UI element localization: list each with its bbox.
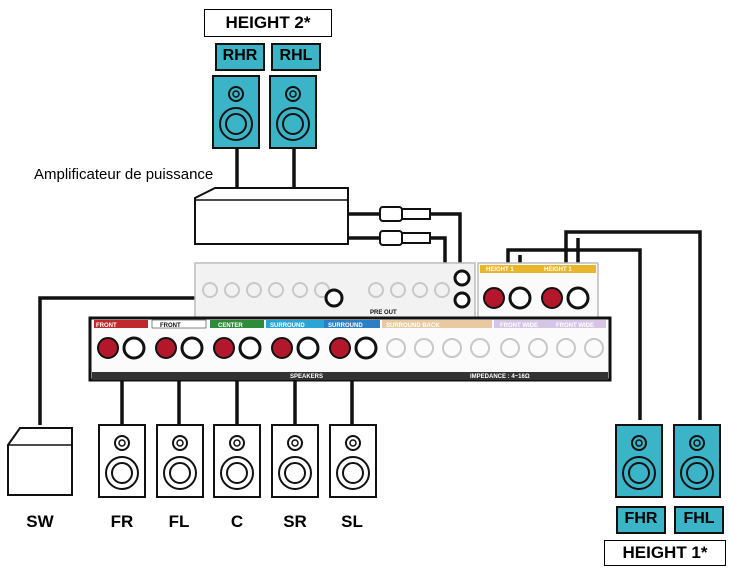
- impedance-label: IMPEDANCE : 4~16Ω: [470, 374, 530, 380]
- pre-out-label: PRE OUT: [370, 310, 397, 316]
- section-front-r: FRONT: [96, 323, 117, 329]
- height2-label-box: HEIGHT 2*: [204, 9, 332, 37]
- height2-label: HEIGHT 2: [225, 13, 304, 32]
- label-fl: FL: [168, 512, 190, 531]
- height1-label-box: HEIGHT 1*: [604, 540, 726, 566]
- active-terminals: [97, 269, 590, 360]
- section-front-l: FRONT: [160, 323, 181, 329]
- receiver-back-panel: [88, 262, 612, 382]
- speaker-rhr: [212, 75, 260, 149]
- speaker-fhl: [673, 424, 721, 498]
- section-height1-r: HEIGHT 1: [486, 267, 514, 273]
- label-sw: SW: [26, 512, 54, 531]
- section-front-wide-r: FRONT WIDE: [500, 323, 538, 329]
- subwoofer: [7, 427, 73, 496]
- speaker-fr: [98, 424, 146, 498]
- speaker-sr: [271, 424, 319, 498]
- height1-asterisk: *: [700, 543, 708, 562]
- tag-fhl: FHL: [674, 506, 724, 534]
- speaker-c: [213, 424, 261, 498]
- receiver-labels: FRONT FRONT CENTER SURROUND SURROUND SUR…: [96, 267, 594, 380]
- speakers: [98, 75, 721, 498]
- section-surround-l: SURROUND: [328, 323, 363, 329]
- section-surround-back: SURROUND BACK: [386, 323, 440, 329]
- section-surround-r: SURROUND: [270, 323, 305, 329]
- section-center: CENTER: [218, 323, 243, 329]
- tag-rhl: RHL: [271, 43, 321, 71]
- label-sr: SR: [283, 512, 307, 531]
- inactive-terminals: [202, 282, 604, 358]
- speaker-fhr: [615, 424, 663, 498]
- height2-asterisk: *: [303, 13, 311, 32]
- height1-label: HEIGHT 1: [622, 543, 701, 562]
- speaker-rhl: [269, 75, 317, 149]
- amp-label: Amplificateur de puissance: [34, 166, 214, 183]
- label-fr: FR: [110, 512, 134, 531]
- label-sl: SL: [341, 512, 363, 531]
- section-front-wide-l: FRONT WIDE: [556, 323, 594, 329]
- section-height1-l: HEIGHT 1: [544, 267, 572, 273]
- speakers-label: SPEAKERS: [290, 374, 323, 380]
- speaker-sl: [329, 424, 377, 498]
- speaker-fl: [156, 424, 204, 498]
- tag-fhr: FHR: [616, 506, 666, 534]
- tag-rhr: RHR: [215, 43, 265, 71]
- label-c: C: [230, 512, 244, 531]
- power-amplifier: [194, 187, 349, 245]
